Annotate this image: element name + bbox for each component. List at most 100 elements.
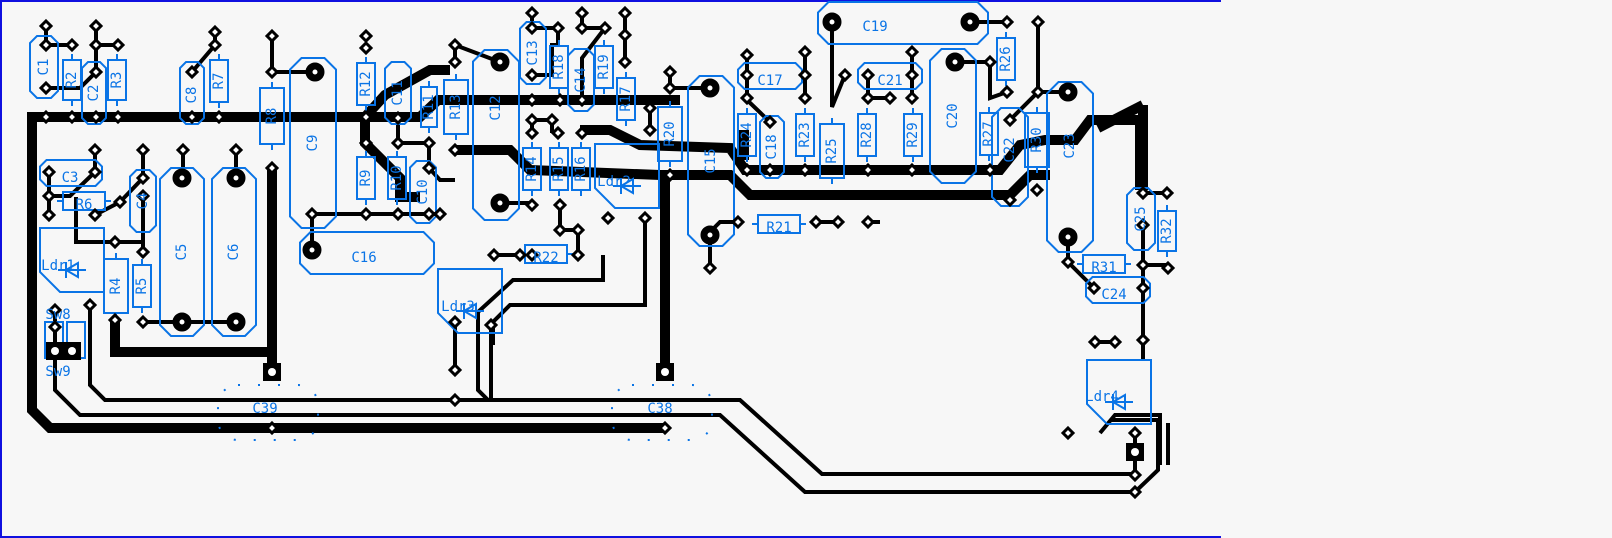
label-c11: C11 <box>390 80 406 105</box>
pad <box>600 210 616 226</box>
label-c15: C15 <box>703 148 719 173</box>
component-r16 <box>571 142 591 196</box>
label-c18: C18 <box>764 134 780 159</box>
pad <box>264 160 280 176</box>
pad <box>1127 467 1143 483</box>
pad <box>88 109 104 125</box>
label-c21: C21 <box>877 73 902 89</box>
label-c10: C10 <box>415 179 431 204</box>
outline-c25 <box>1126 187 1156 251</box>
outline-ldr3 <box>437 268 503 334</box>
outline-c15 <box>687 75 735 247</box>
pad <box>82 297 98 313</box>
pad <box>617 54 633 70</box>
pad <box>358 28 374 44</box>
label-sw9: Sw9 <box>45 364 70 380</box>
component-c8 <box>179 61 205 125</box>
pad <box>447 362 463 378</box>
pad-large <box>1058 82 1078 102</box>
pad <box>524 197 540 213</box>
label-c39: C39 <box>252 401 277 417</box>
pad-large <box>700 225 720 245</box>
pad-large <box>302 240 322 260</box>
outline-c4 <box>129 169 157 233</box>
label-c25: C25 <box>1133 206 1149 231</box>
pad <box>1135 332 1151 348</box>
label-c6: C6 <box>226 244 242 261</box>
pad <box>107 234 123 250</box>
outline-c12 <box>472 49 520 221</box>
pad <box>1159 185 1175 201</box>
label-ldr3: Ldr3 <box>441 299 475 315</box>
pad <box>1135 217 1151 233</box>
component-c16 <box>299 231 435 275</box>
pad <box>999 84 1015 100</box>
component-c22 <box>991 107 1029 207</box>
pad <box>264 28 280 44</box>
pad <box>524 5 540 21</box>
pad-large <box>700 78 720 98</box>
pad <box>1030 84 1046 100</box>
component-ldr4 <box>1086 359 1152 425</box>
outline-c16 <box>299 231 435 275</box>
pad <box>904 90 920 106</box>
pad <box>552 92 568 108</box>
label-c17: C17 <box>757 73 782 89</box>
pad-large <box>226 168 246 188</box>
label-c3: C3 <box>62 170 79 186</box>
pad <box>447 314 463 330</box>
pad <box>38 18 54 34</box>
label-c20: C20 <box>945 103 961 128</box>
component-c2 <box>81 61 107 125</box>
label-r4: R4 <box>108 278 124 295</box>
pad <box>574 5 590 21</box>
outline-c20 <box>929 48 977 184</box>
label-r14: R14 <box>524 156 540 181</box>
component-c19 <box>817 1 989 45</box>
outline-c24 <box>1085 276 1151 304</box>
label-r29: R29 <box>905 122 921 147</box>
label-ldr4: Ldr4 <box>1085 389 1119 405</box>
pad <box>552 222 568 238</box>
label-r5: R5 <box>134 278 150 295</box>
trace-r4-bottom <box>110 320 272 357</box>
label-r24: R24 <box>739 122 755 147</box>
component-r18 <box>549 40 569 94</box>
pad <box>1127 425 1143 441</box>
label-r32: R32 <box>1159 218 1175 243</box>
label-r6: R6 <box>76 197 93 213</box>
pad <box>662 167 678 183</box>
pad <box>982 54 998 70</box>
pad <box>1086 280 1102 296</box>
pad <box>512 247 528 263</box>
outline-ldr2 <box>594 143 660 209</box>
pad <box>574 125 590 141</box>
pad <box>107 312 123 328</box>
pad <box>184 64 200 80</box>
outline-c22 <box>991 107 1029 207</box>
pad <box>730 214 746 230</box>
pad <box>797 162 813 178</box>
label-r31: R31 <box>1091 260 1116 276</box>
pad <box>87 164 103 180</box>
label-r28: R28 <box>859 122 875 147</box>
ldr-diode-icon <box>1105 393 1133 411</box>
label-r18: R18 <box>551 54 567 79</box>
label-r19: R19 <box>596 54 612 79</box>
outline-c2 <box>81 61 107 125</box>
pad <box>762 162 778 178</box>
component-r6 <box>57 191 111 211</box>
label-r22: R22 <box>533 250 558 266</box>
pad <box>110 37 126 53</box>
label-c8: C8 <box>184 87 200 104</box>
pads <box>38 5 1176 500</box>
pad <box>882 90 898 106</box>
pad <box>860 214 876 230</box>
pad <box>524 20 540 36</box>
pad <box>637 210 653 226</box>
pad <box>574 92 590 108</box>
label-c14: C14 <box>573 67 589 92</box>
component-r9 <box>356 151 376 205</box>
pad <box>47 319 63 335</box>
outline-c18 <box>759 115 785 179</box>
